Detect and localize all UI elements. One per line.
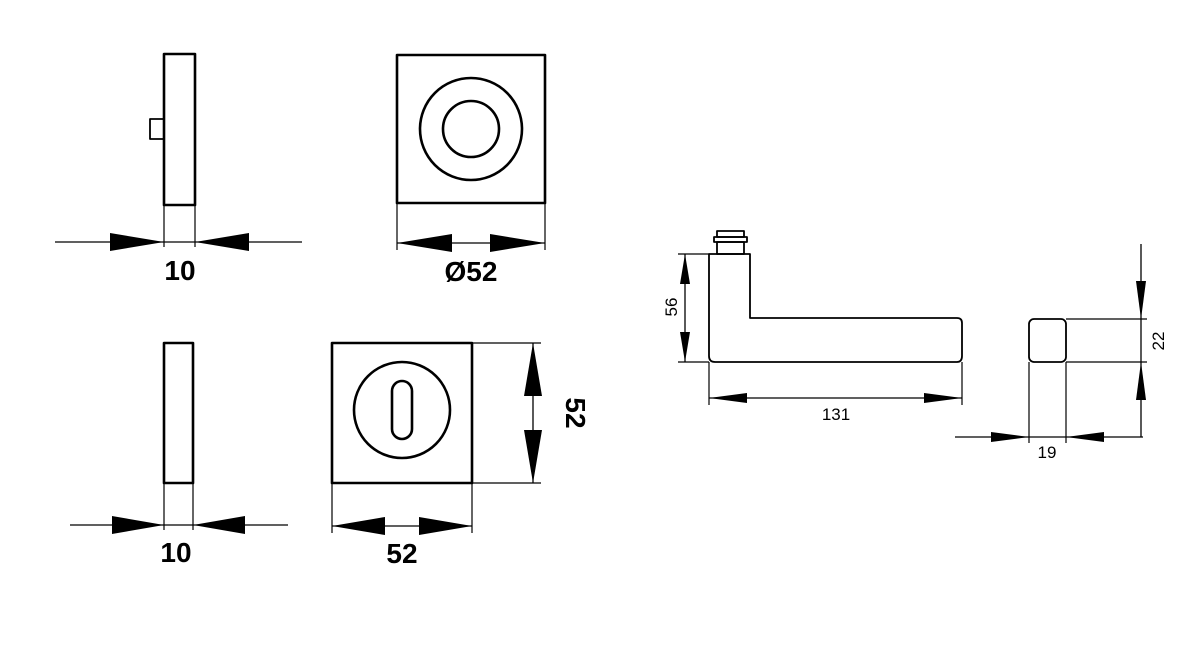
handle-length-label: 131	[822, 405, 850, 424]
dimension-arrow	[1066, 432, 1104, 442]
lever-handle-body	[708, 253, 963, 363]
dimension-arrow	[112, 516, 164, 534]
dimension-arrow	[709, 393, 747, 403]
rose-spindle-hole	[441, 99, 501, 159]
rose-thickness-label: 10	[164, 255, 195, 286]
handle-height-label: 56	[662, 298, 681, 317]
keyhole-slot	[390, 379, 414, 441]
dimension-arrow	[680, 254, 690, 284]
rose-front-view: Ø52	[395, 53, 547, 287]
grip-section-view: 22 19	[955, 244, 1168, 462]
dimension-arrow	[924, 393, 962, 403]
dimension-arrow	[1136, 362, 1146, 400]
rose-side-view: 10	[55, 52, 302, 286]
rose-outer-ring	[418, 76, 524, 182]
dimension-arrow	[490, 234, 545, 252]
escutcheon-ring	[352, 360, 452, 460]
grip-section	[1028, 318, 1067, 363]
lever-handle-view: 56 131	[662, 230, 963, 424]
rose-side-tab	[149, 118, 165, 140]
dimension-arrow	[991, 432, 1029, 442]
escutcheon-side-body	[162, 341, 195, 485]
dimension-arrow	[397, 234, 452, 252]
escutcheon-thickness-label: 10	[160, 537, 191, 568]
escutcheon-side-view: 10	[70, 341, 288, 568]
dimension-arrow	[1136, 281, 1146, 319]
dimension-arrow	[110, 233, 164, 251]
rose-diameter-label: Ø52	[445, 256, 498, 287]
rose-square-plate	[395, 53, 547, 205]
dimension-arrow	[680, 332, 690, 362]
rose-side-body	[162, 52, 197, 207]
dimension-arrow	[332, 517, 385, 535]
dimension-arrow	[524, 343, 542, 396]
escutcheon-square-plate	[330, 341, 474, 485]
dimension-arrow	[419, 517, 472, 535]
dimension-arrow	[195, 233, 249, 251]
grip-height-label: 22	[1149, 332, 1168, 351]
escutcheon-width-label: 52	[386, 538, 417, 569]
dimension-arrow	[524, 430, 542, 483]
escutcheon-front-view: 52 52	[330, 341, 591, 569]
dimension-arrow	[193, 516, 245, 534]
escutcheon-height-label: 52	[560, 397, 591, 428]
spindle-neck	[716, 241, 745, 255]
grip-width-label: 19	[1038, 443, 1057, 462]
